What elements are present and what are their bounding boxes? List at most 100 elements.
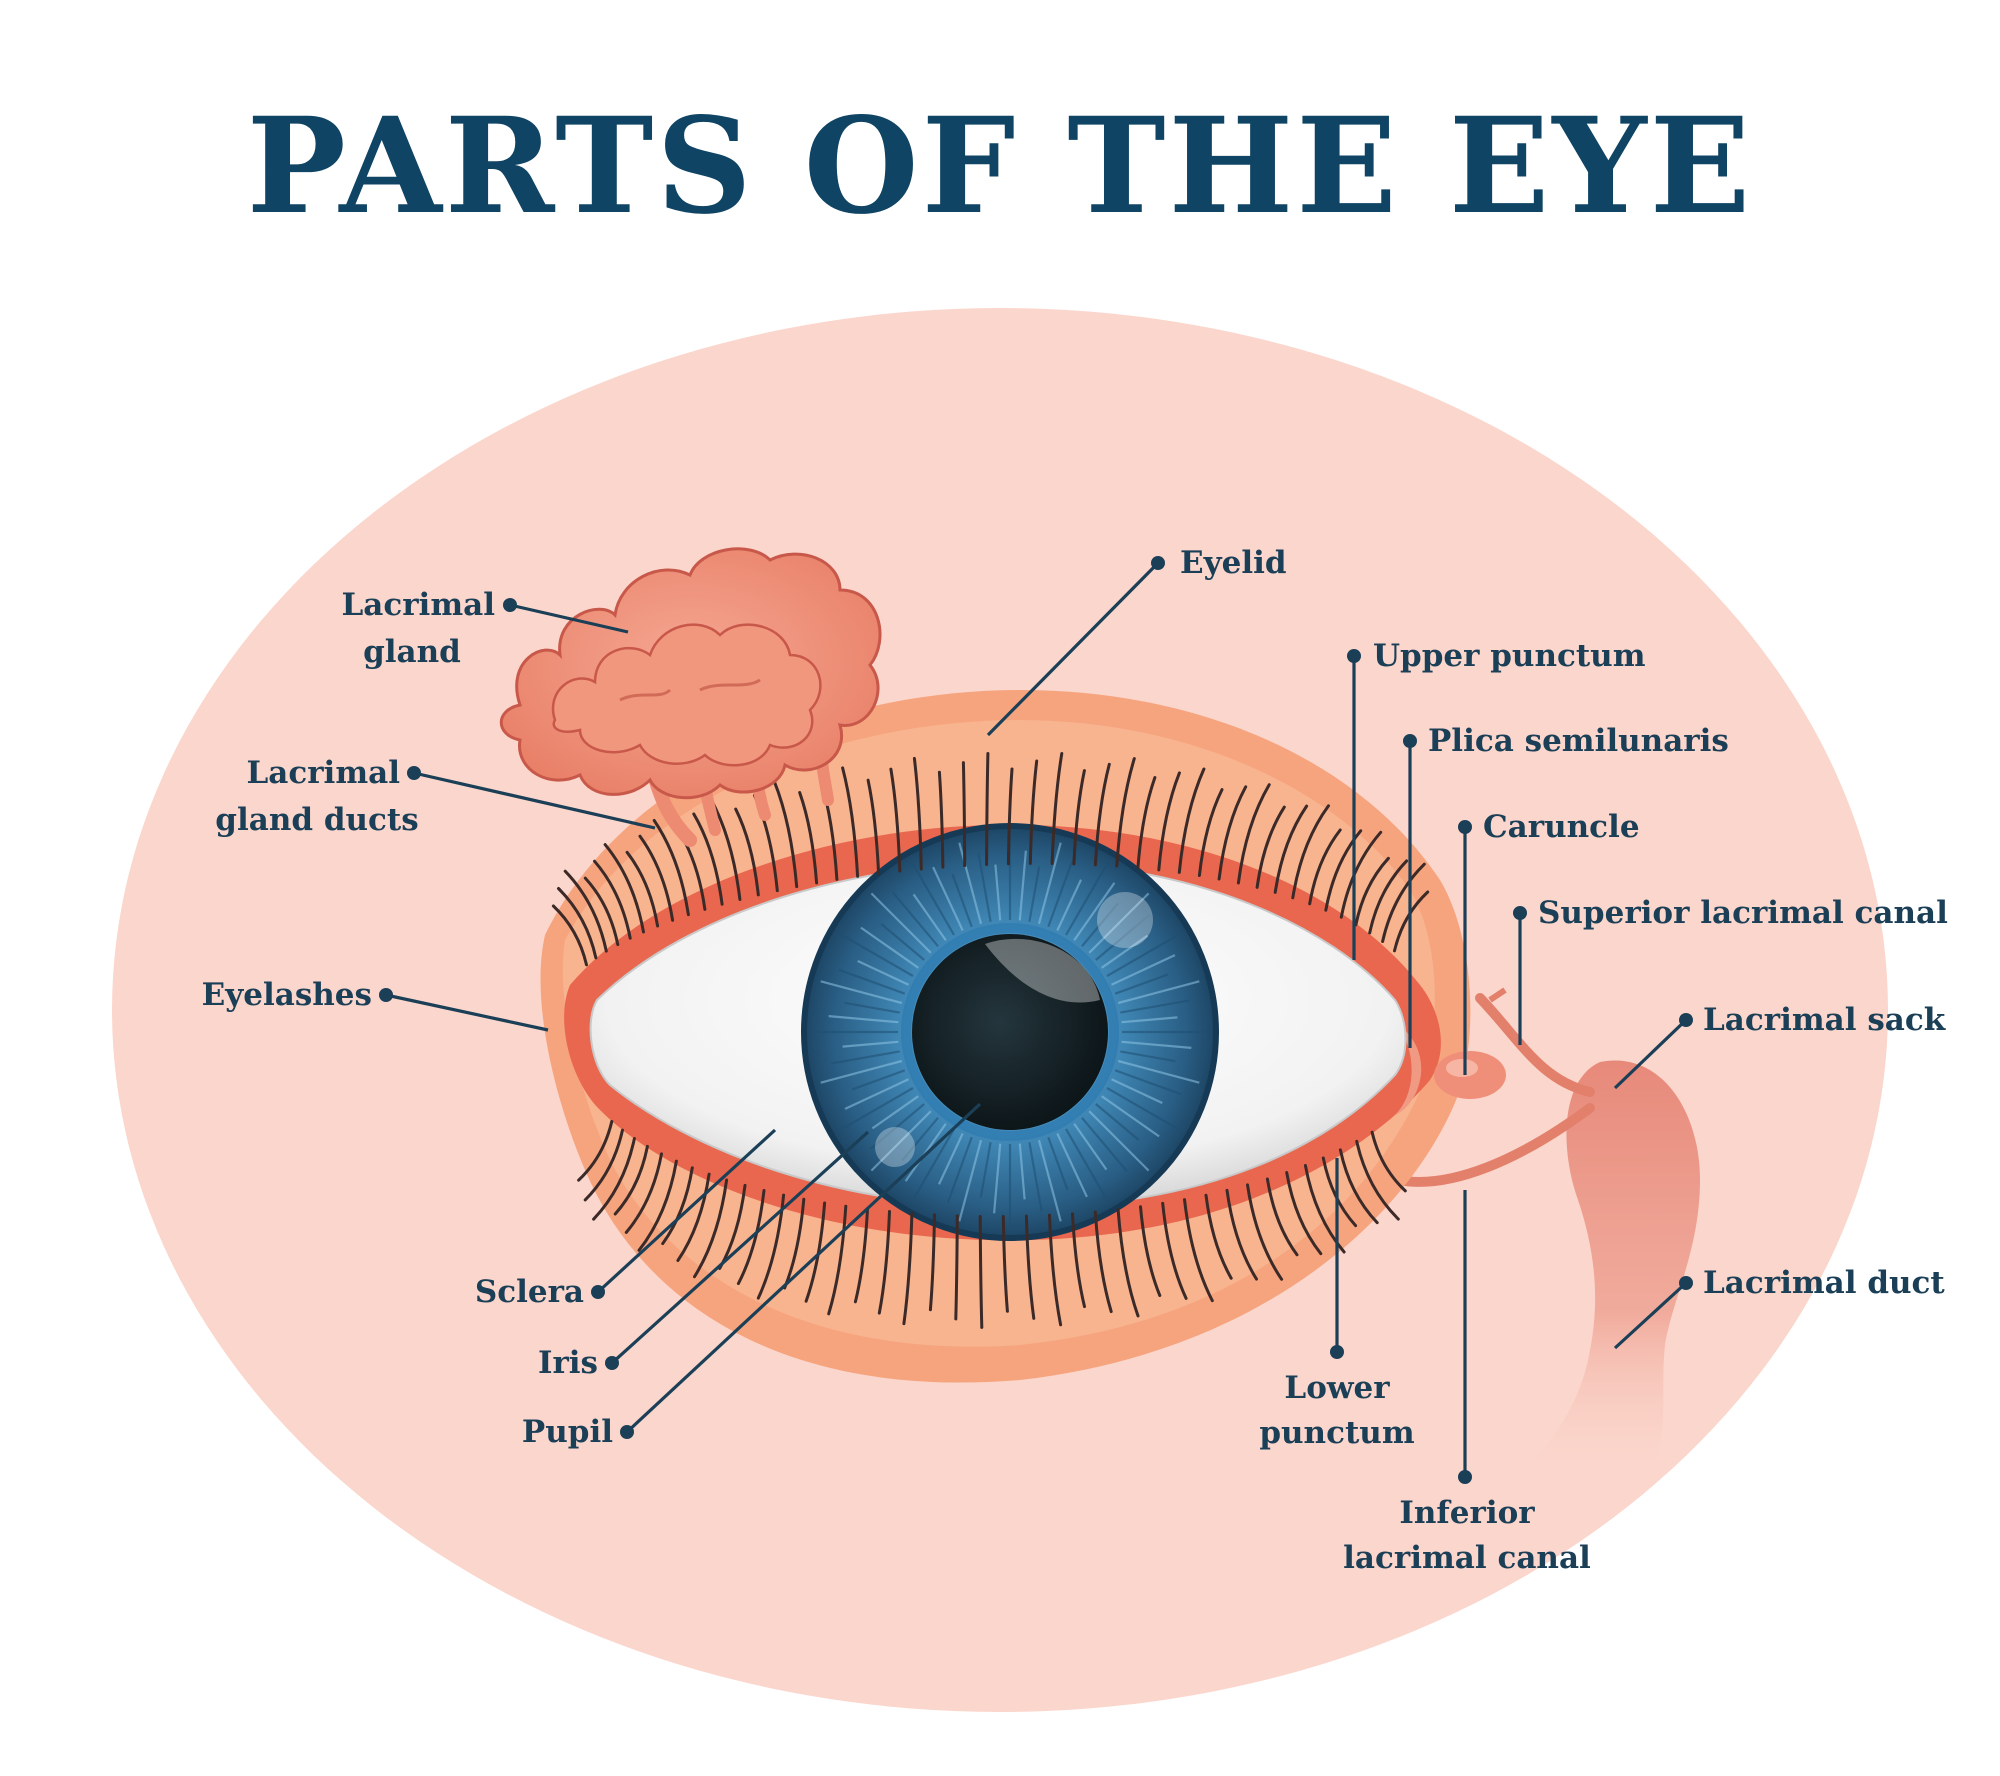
eyelash: [877, 1210, 891, 1315]
dot-lacrimal-duct: [1679, 1276, 1693, 1290]
iris-fiber: [1111, 954, 1176, 986]
label-lower-punctum-line2: punctum: [1259, 1415, 1414, 1451]
iris-fiber: [1088, 1110, 1150, 1172]
iris-fiber: [1073, 882, 1116, 941]
eyelash: [693, 1178, 729, 1279]
leader-iris: [610, 1130, 870, 1365]
eyelash: [1001, 1215, 1009, 1313]
label-superior-lacrimal-canal: Superior lacrimal canal: [1538, 895, 1948, 931]
eyelash: [1217, 785, 1248, 881]
iris-fiber: [951, 873, 973, 928]
iris-fibers: [814, 836, 1206, 1228]
dot-upper-punctum: [1347, 649, 1361, 663]
iris-fiber: [870, 1110, 932, 1172]
iris-fiber: [1117, 980, 1200, 1005]
label-lacrimal-duct: Lacrimal duct: [1703, 1265, 1945, 1301]
eyelash: [1381, 862, 1426, 943]
eyelash: [1157, 771, 1181, 872]
eyelash: [593, 859, 632, 940]
iris-fiber: [838, 968, 906, 995]
dot-plica-semilunaris: [1403, 734, 1417, 748]
eyelash: [1291, 804, 1330, 900]
iris-fiber: [912, 893, 947, 941]
eyelash: [1197, 788, 1224, 877]
eyelash: [692, 812, 724, 906]
eyelash: [638, 834, 675, 922]
eyelash: [583, 1128, 624, 1202]
eyelash: [1324, 829, 1363, 912]
eyelash: [557, 887, 598, 960]
iris-fiber: [938, 1133, 964, 1185]
dot-lacrimal-sack: [1679, 1013, 1693, 1027]
iris-fiber: [1114, 973, 1169, 995]
eyelash: [1048, 1213, 1063, 1327]
leader-lacrimal-sack: [1613, 1018, 1688, 1090]
iris-fiber: [1056, 1133, 1088, 1198]
dot-sclera: [591, 1285, 605, 1299]
eyelash: [624, 1152, 663, 1234]
eyelash: [563, 869, 608, 953]
eyelash: [1285, 1171, 1323, 1256]
eyelash: [1177, 767, 1206, 874]
pupil-ring: [901, 923, 1119, 1141]
caruncle-highlight: [1446, 1059, 1478, 1077]
label-inferior-lacrimal-canal-line1: Inferior: [1399, 1495, 1535, 1531]
eyelash: [1236, 783, 1271, 885]
iris-fiber: [1073, 1123, 1108, 1171]
eyelash: [1225, 1188, 1258, 1281]
iris-fiber: [839, 1087, 914, 1131]
iris-fiber: [860, 926, 919, 969]
eyelash: [1116, 1208, 1140, 1318]
iris-fiber: [1120, 999, 1190, 1014]
superior-lacrimal-canal-shape: [1475, 993, 1595, 1097]
label-inferior-lacrimal-canal-line2: lacrimal canal: [1343, 1540, 1591, 1576]
iris-fiber: [979, 1142, 992, 1198]
iris-fiber: [870, 892, 932, 954]
iris-fiber: [1117, 1059, 1200, 1084]
eyelash: [1338, 1148, 1379, 1225]
dot-lower-punctum: [1330, 1345, 1344, 1359]
eyelash: [1006, 767, 1014, 866]
eyelash: [1354, 856, 1390, 927]
iris-fiber: [1121, 1016, 1178, 1024]
eyelash: [912, 756, 923, 871]
eyelash: [661, 1166, 694, 1246]
iris-fiber: [1056, 879, 1082, 931]
iris-fiber: [839, 933, 914, 977]
eyelash: [928, 1213, 936, 1312]
dot-iris: [605, 1356, 619, 1370]
pupil: [912, 934, 1108, 1130]
dot-caruncle: [1458, 820, 1472, 834]
leader-pupil: [625, 1102, 982, 1434]
lacrimal-duct-shape: [1515, 1060, 1700, 1480]
leader-eyelashes: [385, 993, 549, 1032]
label-sclera: Sclera: [475, 1274, 584, 1310]
eyelash: [1308, 828, 1342, 906]
eyelash: [1255, 805, 1286, 889]
dot-pupil: [620, 1425, 634, 1439]
dot-lacrimal-gland: [503, 598, 517, 612]
iris-fiber: [946, 1136, 973, 1204]
iris-fiber: [851, 1069, 906, 1091]
labels: Lacrimal gland Lacrimal gland ducts Eyel…: [202, 545, 1948, 1576]
eyelash: [577, 1119, 614, 1182]
eyelash: [1339, 830, 1383, 919]
iris-fiber: [1028, 866, 1041, 922]
iris-fiber: [1018, 850, 1027, 921]
label-lacrimal-gland-line1: Lacrimal: [341, 587, 495, 623]
label-lacrimal-gland-ducts-line1: Lacrimal: [246, 755, 400, 791]
iris-fiber: [1106, 933, 1181, 977]
eyelash: [978, 1215, 984, 1329]
iris-fiber: [828, 1015, 899, 1024]
eyelash: [937, 770, 945, 869]
eyelash: [583, 876, 620, 947]
eyelash: [1183, 1198, 1214, 1303]
eyelash: [637, 1159, 678, 1252]
eyelash: [827, 1204, 848, 1316]
eyelash: [853, 1207, 869, 1304]
iris-fiber: [1037, 842, 1062, 925]
iris-fiber: [1111, 1078, 1163, 1104]
eyelash: [1093, 762, 1111, 867]
iris-fiber: [869, 1103, 925, 1150]
